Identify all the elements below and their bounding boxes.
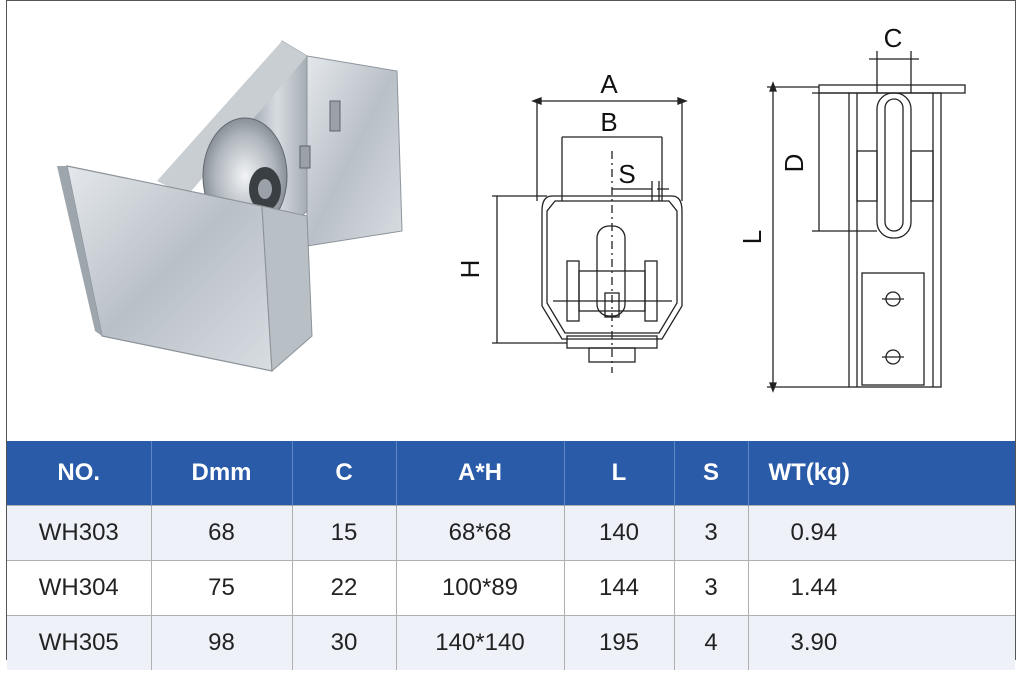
label-a: A: [600, 69, 618, 99]
table-row: WH303 68 15 68*68 140 3 0.94: [7, 505, 1015, 561]
col-header-l: L: [564, 441, 675, 506]
front-view-drawing: [492, 97, 688, 373]
table-header-row: NO. Dmm C A*H L S WT(kg): [7, 441, 1015, 506]
cell-c: 22: [292, 560, 397, 616]
cell-wt: 1.44: [748, 560, 1015, 616]
label-h: H: [455, 260, 485, 279]
cell-s: 4: [674, 615, 749, 670]
cell-c: 15: [292, 505, 397, 561]
col-header-dmm: Dmm: [151, 441, 293, 506]
side-view-drawing: [767, 51, 966, 393]
label-d: D: [779, 154, 809, 173]
cell-no: WH303: [7, 505, 152, 561]
product-photo: [57, 40, 403, 373]
cell-c: 30: [292, 615, 397, 670]
cell-axh: 100*89: [396, 560, 565, 616]
cell-s: 3: [674, 505, 749, 561]
cell-wt: 0.94: [748, 505, 1015, 561]
spec-table: NO. Dmm C A*H L S WT(kg) WH303 68 15 68*…: [7, 441, 1015, 670]
cell-wt: 3.90: [748, 615, 1015, 670]
col-header-c: C: [292, 441, 397, 506]
cell-l: 140: [564, 505, 675, 561]
table-row: WH305 98 30 140*140 195 4 3.90: [7, 615, 1015, 670]
illustration-area: A B S H C D L: [7, 1, 1015, 441]
col-header-wt: WT(kg): [748, 441, 1015, 506]
cell-dmm: 68: [151, 505, 293, 561]
cell-no: WH304: [7, 560, 152, 616]
cell-axh: 68*68: [396, 505, 565, 561]
table-row: WH304 75 22 100*89 144 3 1.44: [7, 560, 1015, 616]
col-header-axh: A*H: [396, 441, 565, 506]
label-c: C: [884, 23, 903, 53]
col-header-s: S: [674, 441, 749, 506]
cell-s: 3: [674, 560, 749, 616]
cell-axh: 140*140: [396, 615, 565, 670]
label-l: L: [737, 230, 767, 244]
cell-dmm: 75: [151, 560, 293, 616]
label-b: B: [600, 107, 617, 137]
cell-l: 144: [564, 560, 675, 616]
product-illustration: A B S H C D L: [57, 23, 966, 393]
label-s: S: [618, 159, 635, 189]
col-header-no: NO.: [7, 441, 152, 506]
cell-no: WH305: [7, 615, 152, 670]
cell-l: 195: [564, 615, 675, 670]
spec-sheet: A B S H C D L NO. Dmm C A*H L S WT(kg): [6, 0, 1016, 670]
cell-dmm: 98: [151, 615, 293, 670]
